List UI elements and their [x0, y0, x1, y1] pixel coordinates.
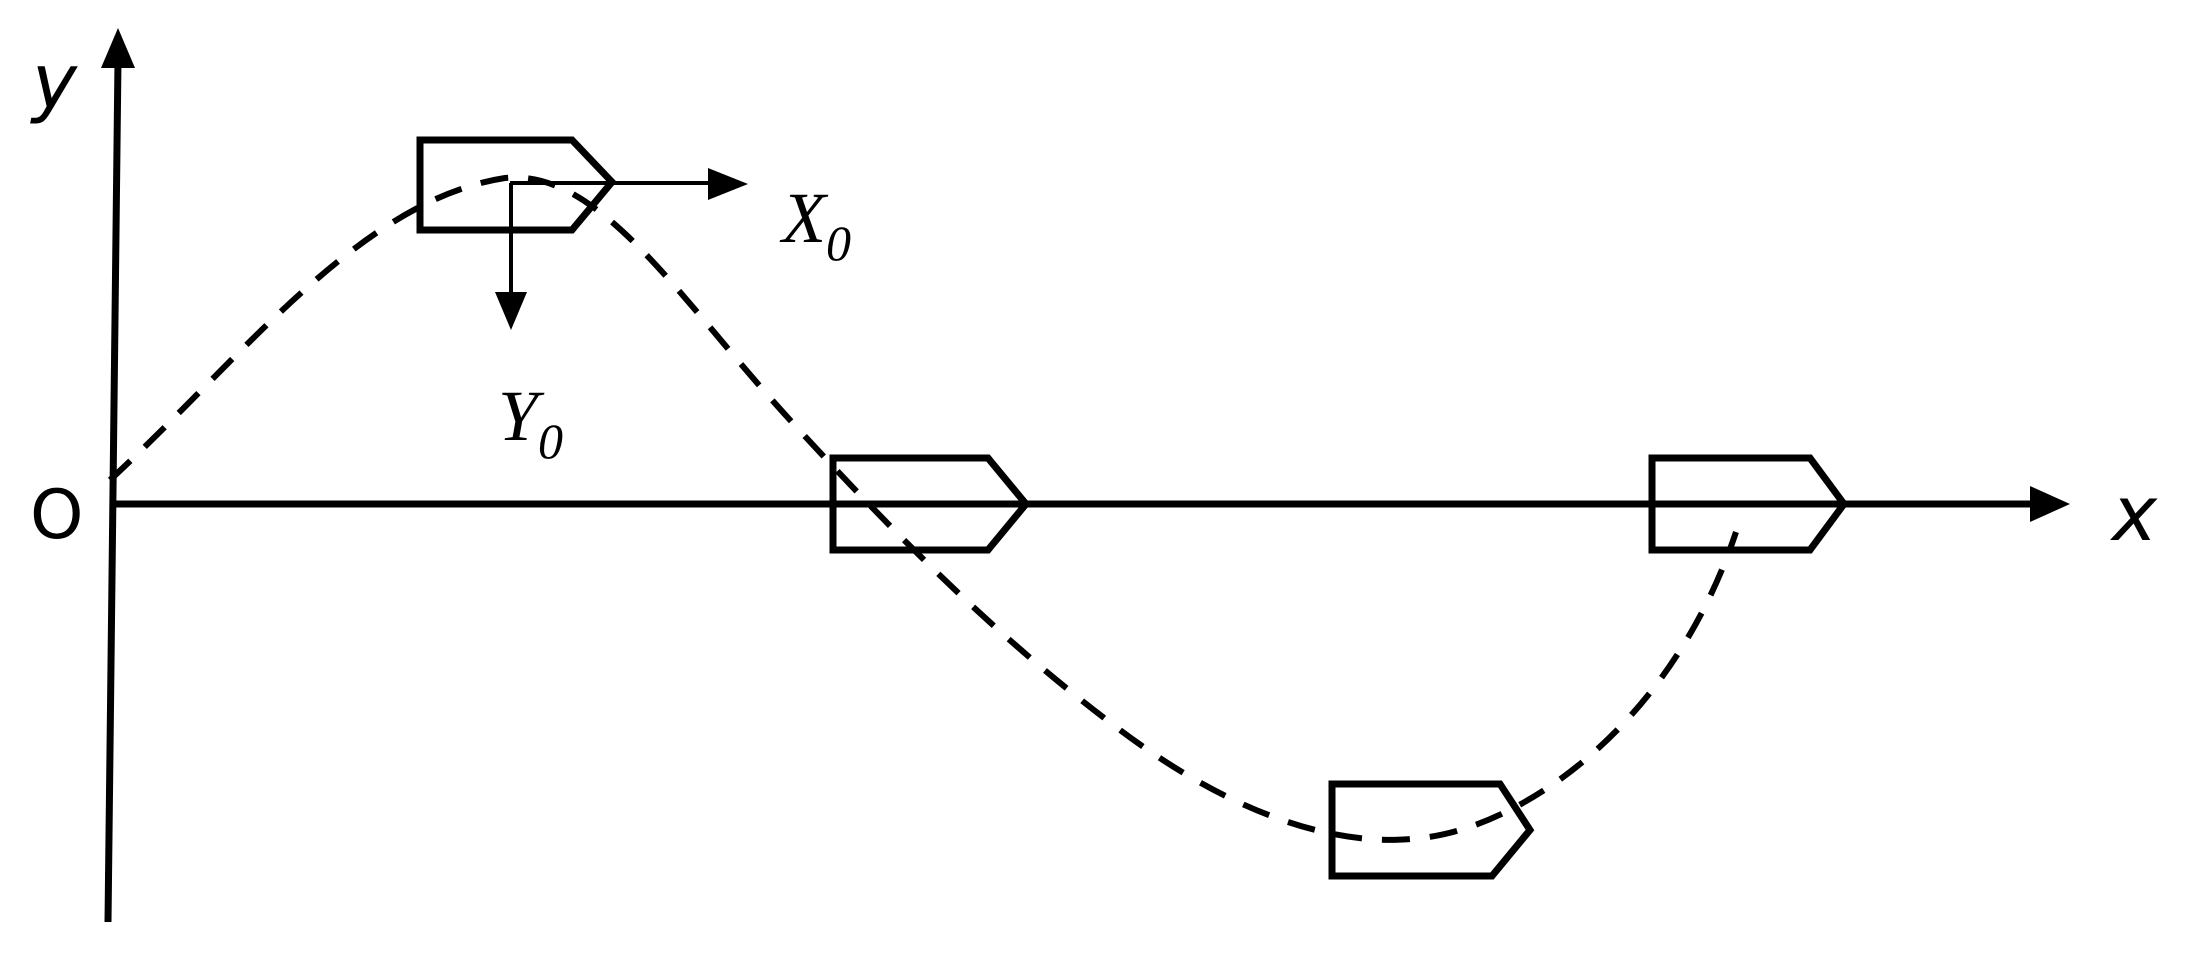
- y0-label: Y0: [498, 376, 563, 469]
- boat-1: [416, 136, 617, 234]
- y-axis-label: y: [30, 37, 78, 126]
- y-axis: y: [30, 28, 135, 923]
- x0-arrowhead: [708, 168, 748, 200]
- x-axis-label: x: [2110, 469, 2158, 558]
- x-axis: x: [110, 469, 2158, 558]
- boat-1-hull: [416, 136, 617, 234]
- x-axis-arrowhead: [2030, 486, 2070, 522]
- boat-4: [1648, 454, 1849, 554]
- y0-arrowhead: [495, 292, 527, 330]
- boat-2-hull: [829, 454, 1031, 554]
- x0-label: X0: [779, 178, 851, 271]
- trajectory-path: [107, 174, 1739, 843]
- boat-2: [829, 454, 1031, 554]
- boat-3-hull: [1328, 780, 1535, 880]
- y-axis-line: [104, 59, 122, 923]
- origin-label: O: [30, 476, 84, 555]
- y-axis-arrowhead: [101, 28, 135, 68]
- boat-3: [1328, 780, 1535, 880]
- body-frame: X0 Y0: [495, 168, 851, 469]
- boat-4-hull: [1648, 454, 1849, 554]
